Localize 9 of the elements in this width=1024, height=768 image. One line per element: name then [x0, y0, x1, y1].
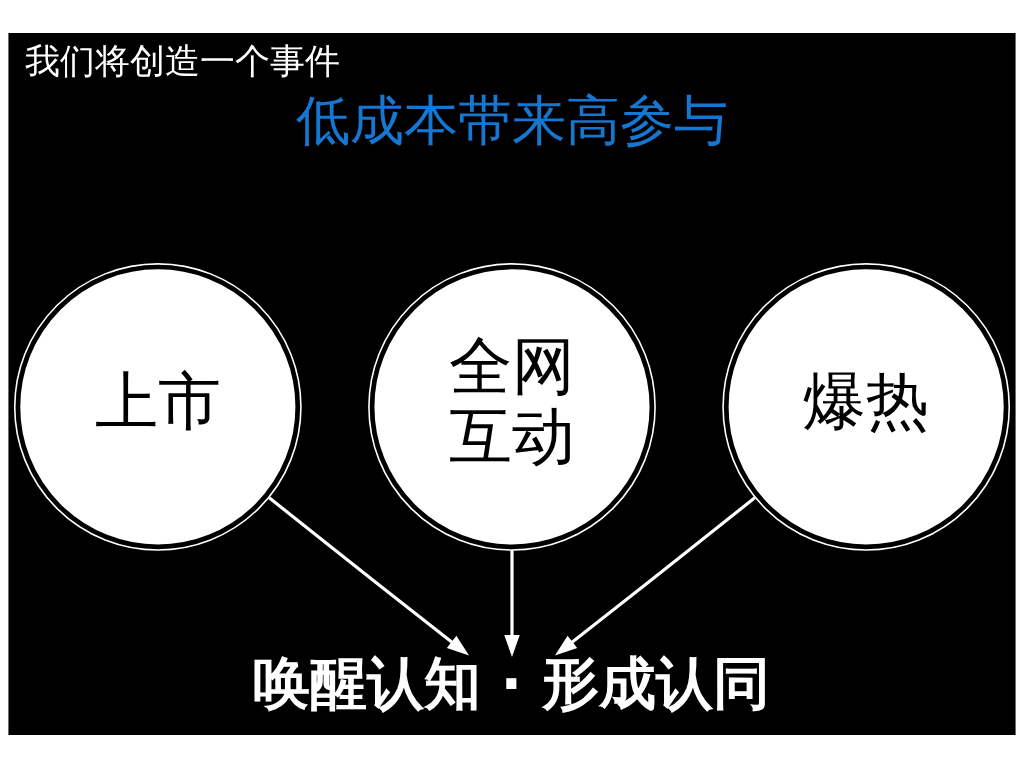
node-text: 唤醒认知 · 形成认同	[252, 650, 770, 717]
arrow	[554, 496, 756, 656]
label: 低成本带来高参与	[296, 89, 728, 153]
node-circle: 全网互动	[368, 263, 656, 551]
arrow	[504, 550, 520, 658]
node-circle: 上市	[13, 263, 302, 551]
diagram-title: 我们将创造一个事件	[24, 41, 340, 82]
arrow	[268, 496, 470, 656]
node-circle: 爆热	[722, 263, 1011, 551]
